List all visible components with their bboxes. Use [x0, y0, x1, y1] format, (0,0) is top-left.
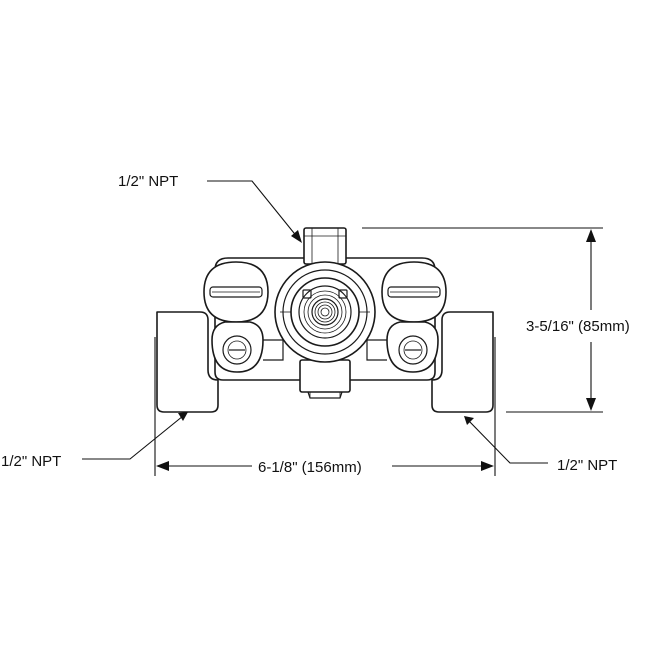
right-port-leader — [464, 416, 548, 464]
cartridge — [274, 261, 376, 363]
right-port-label: 1/2" NPT — [557, 457, 617, 474]
left-outlet-flange — [156, 311, 219, 413]
valve-body — [156, 227, 494, 413]
left-web — [263, 339, 284, 361]
width-dimension — [154, 337, 496, 476]
width-arrow-right — [481, 461, 494, 471]
right-outlet-flange — [431, 311, 494, 413]
height-arrow-top — [586, 229, 596, 242]
right-upper-boss — [381, 261, 447, 323]
left-upper-boss — [203, 261, 269, 323]
top-inlet-port — [303, 227, 347, 265]
top-port-label: 1/2" NPT — [118, 173, 178, 190]
bottom-port — [299, 359, 351, 399]
height-arrow-bottom — [586, 398, 596, 411]
left-port-label: 1/2" NPT — [1, 453, 61, 470]
left-lower-screw — [211, 321, 264, 373]
width-arrow-left — [156, 461, 169, 471]
height-dimension — [362, 227, 603, 413]
height-dimension-label: 3-5/16" (85mm) — [526, 318, 630, 335]
top-port-leader — [207, 180, 302, 243]
width-dimension-label: 6-1/8" (156mm) — [258, 459, 362, 476]
right-web — [366, 339, 387, 361]
left-port-leader — [82, 412, 188, 460]
right-lower-screw — [386, 321, 439, 373]
